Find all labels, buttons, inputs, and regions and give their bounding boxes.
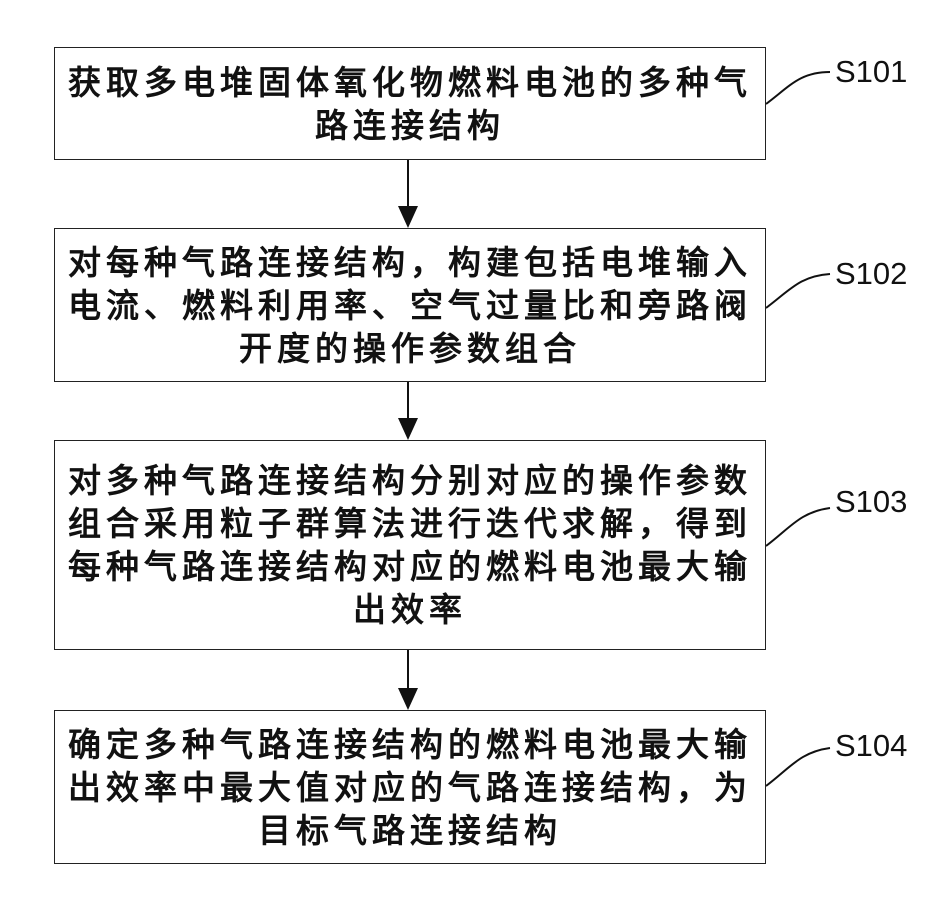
flow-arrow-3 xyxy=(398,650,418,710)
step-label-s101: S101 xyxy=(835,54,907,90)
step-text-s103: 对多种气路连接结构分别对应的操作参数组合采用粒子群算法进行迭代求解，得到每种气路… xyxy=(67,459,753,631)
step-box-s103: 对多种气路连接结构分别对应的操作参数组合采用粒子群算法进行迭代求解，得到每种气路… xyxy=(54,440,766,650)
step-text-s101: 获取多电堆固体氧化物燃料电池的多种气路连接结构 xyxy=(67,61,753,147)
step-text-s104: 确定多种气路连接结构的燃料电池最大输出效率中最大值对应的气路连接结构，为目标气路… xyxy=(67,723,753,852)
step-box-s101: 获取多电堆固体氧化物燃料电池的多种气路连接结构 xyxy=(54,47,766,160)
step-text-s102: 对每种气路连接结构，构建包括电堆输入电流、燃料利用率、空气过量比和旁路阀开度的操… xyxy=(67,241,753,370)
step-label-s102: S102 xyxy=(835,256,907,292)
step-box-s104: 确定多种气路连接结构的燃料电池最大输出效率中最大值对应的气路连接结构，为目标气路… xyxy=(54,710,766,864)
leader-line-s101 xyxy=(766,72,830,104)
leader-line-s103 xyxy=(766,508,830,546)
step-label-s104: S104 xyxy=(835,728,907,764)
flow-arrow-2 xyxy=(398,382,418,440)
flow-arrow-1 xyxy=(398,160,418,228)
step-box-s102: 对每种气路连接结构，构建包括电堆输入电流、燃料利用率、空气过量比和旁路阀开度的操… xyxy=(54,228,766,382)
leader-line-s102 xyxy=(766,274,830,308)
step-label-s103: S103 xyxy=(835,484,907,520)
leader-line-s104 xyxy=(766,748,830,786)
